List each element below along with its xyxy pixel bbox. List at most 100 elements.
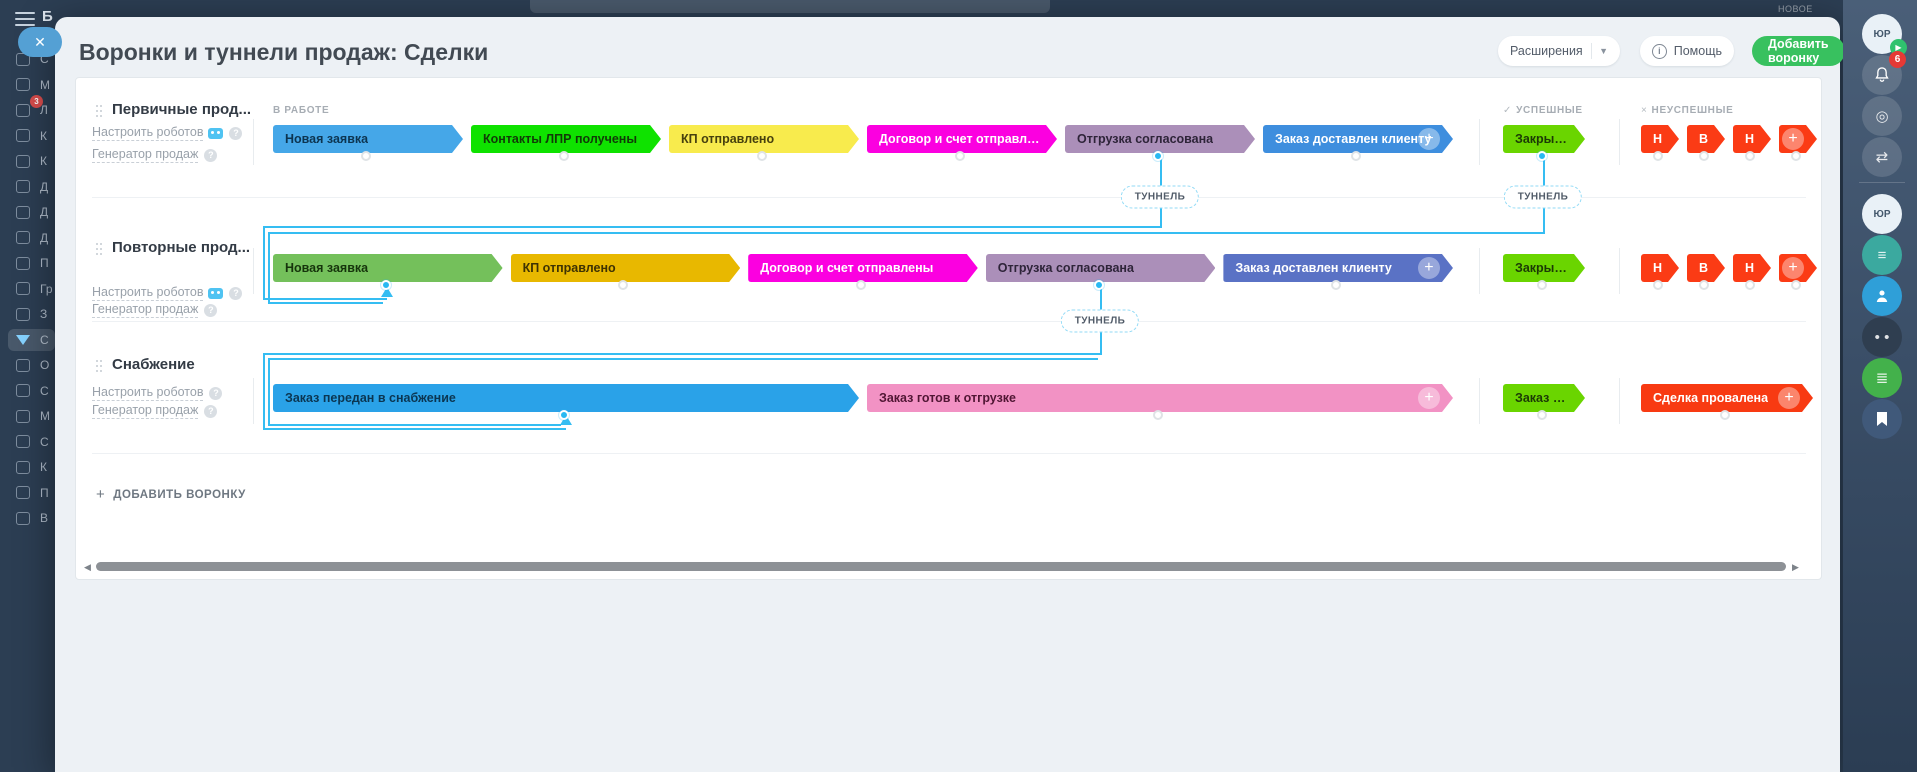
sidebar-item-mail[interactable]: П: [8, 252, 55, 274]
sidebar-item-tasks[interactable]: З: [8, 303, 55, 325]
stage-slot: Новая заявка: [273, 125, 463, 161]
stage-chip[interactable]: КП отправлено: [669, 125, 859, 153]
bookmark-icon[interactable]: [1862, 399, 1902, 439]
sidebar-item-messenger[interactable]: М: [8, 74, 55, 96]
drag-handle[interactable]: [96, 360, 102, 372]
tunnel-badge[interactable]: ТУННЕЛЬ: [1120, 185, 1200, 209]
tunnel-source-dot: [1093, 280, 1104, 290]
help-circle-icon[interactable]: ?: [204, 303, 218, 317]
stage-chip[interactable]: Заказ доставлен клиенту: [1223, 254, 1453, 282]
configure-robots-link[interactable]: Настроить роботов?: [92, 385, 223, 401]
add-stage-button[interactable]: +: [1418, 387, 1440, 409]
menu-item-label: С: [40, 434, 49, 449]
sales-generator-link[interactable]: Генератор продаж?: [92, 302, 218, 318]
horizontal-scrollbar[interactable]: [96, 562, 1786, 571]
stage-chip[interactable]: Новая заявка: [273, 254, 503, 282]
stage-chip[interactable]: КП отправлено: [511, 254, 741, 282]
tunnel-arrow-icon: [560, 415, 572, 425]
help-circle-icon[interactable]: ?: [204, 148, 218, 162]
sidebar-item-sites[interactable]: С: [8, 431, 55, 453]
drag-handle[interactable]: [96, 243, 102, 255]
sidebar-item-boards[interactable]: Д: [8, 201, 55, 223]
help-circle-icon[interactable]: ?: [209, 386, 223, 400]
help-circle-icon[interactable]: ?: [229, 286, 243, 300]
mascot-owl-icon[interactable]: • •: [1862, 317, 1902, 357]
portal-logo-icon[interactable]: ЮР: [1862, 194, 1902, 234]
stage-slot: Заказ передан в снабжение: [273, 384, 859, 420]
stage-chip[interactable]: Договор и счет отправлены: [748, 254, 978, 282]
tunnel-badge[interactable]: ТУННЕЛЬ: [1060, 309, 1140, 333]
add-stage-button[interactable]: +: [1782, 257, 1804, 279]
help-circle-icon[interactable]: ?: [204, 404, 218, 418]
stage-chip[interactable]: Контакты ЛПР получены: [471, 125, 661, 153]
scroll-right-arrow[interactable]: ▶: [1792, 562, 1799, 572]
notifications-bell-icon[interactable]: 6: [1862, 51, 1906, 95]
sidebar-item-crm[interactable]: С: [8, 328, 55, 351]
stage-chip[interactable]: В: [1687, 125, 1725, 153]
stage-chip[interactable]: Заказ доставлен клиенту: [1263, 125, 1453, 153]
stage-chip[interactable]: В: [1687, 254, 1725, 282]
stage-chip[interactable]: Заказ до...: [1503, 384, 1585, 412]
stage-chip[interactable]: Закрыва...: [1503, 125, 1585, 153]
history-spiral-icon[interactable]: ◎: [1862, 96, 1902, 136]
stage-chip[interactable]: Отгрузка согласована: [986, 254, 1216, 282]
stage-chip[interactable]: Сделка провалена: [1641, 384, 1813, 412]
add-funnel-link[interactable]: + ДОБАВИТЬ ВОРОНКУ: [96, 486, 246, 503]
hamburger-menu-icon[interactable]: [15, 12, 35, 26]
sidebar-item-sign[interactable]: К: [8, 456, 55, 478]
profile-avatar-icon[interactable]: ЮР▶: [1862, 14, 1907, 56]
add-funnel-button[interactable]: Добавить воронку: [1752, 36, 1845, 66]
sidebar-item-docs[interactable]: Д: [8, 176, 55, 198]
sidebar-item-warehouse[interactable]: С: [8, 380, 55, 402]
clients-person-icon[interactable]: [1862, 276, 1902, 316]
sales-generator-link[interactable]: Генератор продаж?: [92, 403, 218, 419]
chevron-down-icon[interactable]: ▼: [1599, 46, 1608, 56]
add-stage-button[interactable]: +: [1778, 387, 1800, 409]
sidebar-item-automation[interactable]: О: [8, 354, 55, 376]
menu-item-label: В: [40, 511, 49, 525]
help-button[interactable]: i Помощь: [1640, 36, 1734, 66]
scroll-left-arrow[interactable]: ◀: [84, 562, 91, 572]
add-stage-button[interactable]: +: [1417, 257, 1440, 279]
configure-robots-link[interactable]: Настроить роботов?: [92, 125, 243, 141]
configure-robots-link[interactable]: Настроить роботов?: [92, 285, 243, 301]
sidebar-item-collabs[interactable]: К: [8, 125, 55, 147]
stage-chip[interactable]: Новая заявка: [273, 125, 463, 153]
stage-chip[interactable]: Договор и счет отправлены: [867, 125, 1057, 153]
stage-slot: +: [1779, 125, 1817, 161]
stage-count-ring: [1331, 280, 1342, 290]
stage-chip[interactable]: Н: [1641, 125, 1679, 153]
messenger-exchange-icon[interactable]: ⇄: [1862, 137, 1902, 177]
sidebar-item-groups[interactable]: Гр: [8, 278, 55, 300]
stage-chip[interactable]: Н: [1733, 254, 1771, 282]
sidebar-item-calendar[interactable]: К: [8, 150, 55, 172]
chat-widget-icon[interactable]: ≡: [1862, 235, 1902, 275]
column-divider: [1619, 119, 1620, 165]
stage-slot: Заказ доставлен клиенту+: [1223, 254, 1453, 290]
add-stage-button[interactable]: +: [1782, 128, 1804, 150]
extensions-button[interactable]: Расширения ▼: [1498, 36, 1620, 66]
add-stage-button[interactable]: +: [1418, 128, 1440, 150]
column-divider: [253, 378, 254, 424]
close-modal-button[interactable]: ✕: [18, 27, 62, 57]
stage-slot: В: [1687, 254, 1725, 290]
news-doc-icon[interactable]: ≣: [1862, 358, 1902, 398]
drag-handle[interactable]: [96, 105, 102, 117]
sales-generator-link[interactable]: Генератор продаж?: [92, 147, 218, 163]
sidebar-item-marketing[interactable]: М: [8, 405, 55, 427]
stage-slot: Закрыва...: [1503, 125, 1585, 161]
stage-chip[interactable]: Закрыва...: [1503, 254, 1585, 282]
stage-chip[interactable]: Заказ готов к отгрузке: [867, 384, 1453, 412]
sidebar-item-drive[interactable]: Д: [8, 227, 55, 249]
help-circle-icon[interactable]: ?: [229, 126, 243, 140]
sidebar-item-bi[interactable]: В: [8, 507, 55, 529]
stage-chip[interactable]: Отгрузка согласована: [1065, 125, 1255, 153]
stage-chip[interactable]: Заказ передан в снабжение: [273, 384, 859, 412]
menu-item-icon: [16, 256, 30, 270]
tunnel-badge[interactable]: ТУННЕЛЬ: [1503, 185, 1583, 209]
stage-chip[interactable]: Н: [1733, 125, 1771, 153]
stage-chip[interactable]: Н: [1641, 254, 1679, 282]
sidebar-item-processes[interactable]: П: [8, 482, 55, 504]
tunnel-line: [263, 353, 265, 428]
